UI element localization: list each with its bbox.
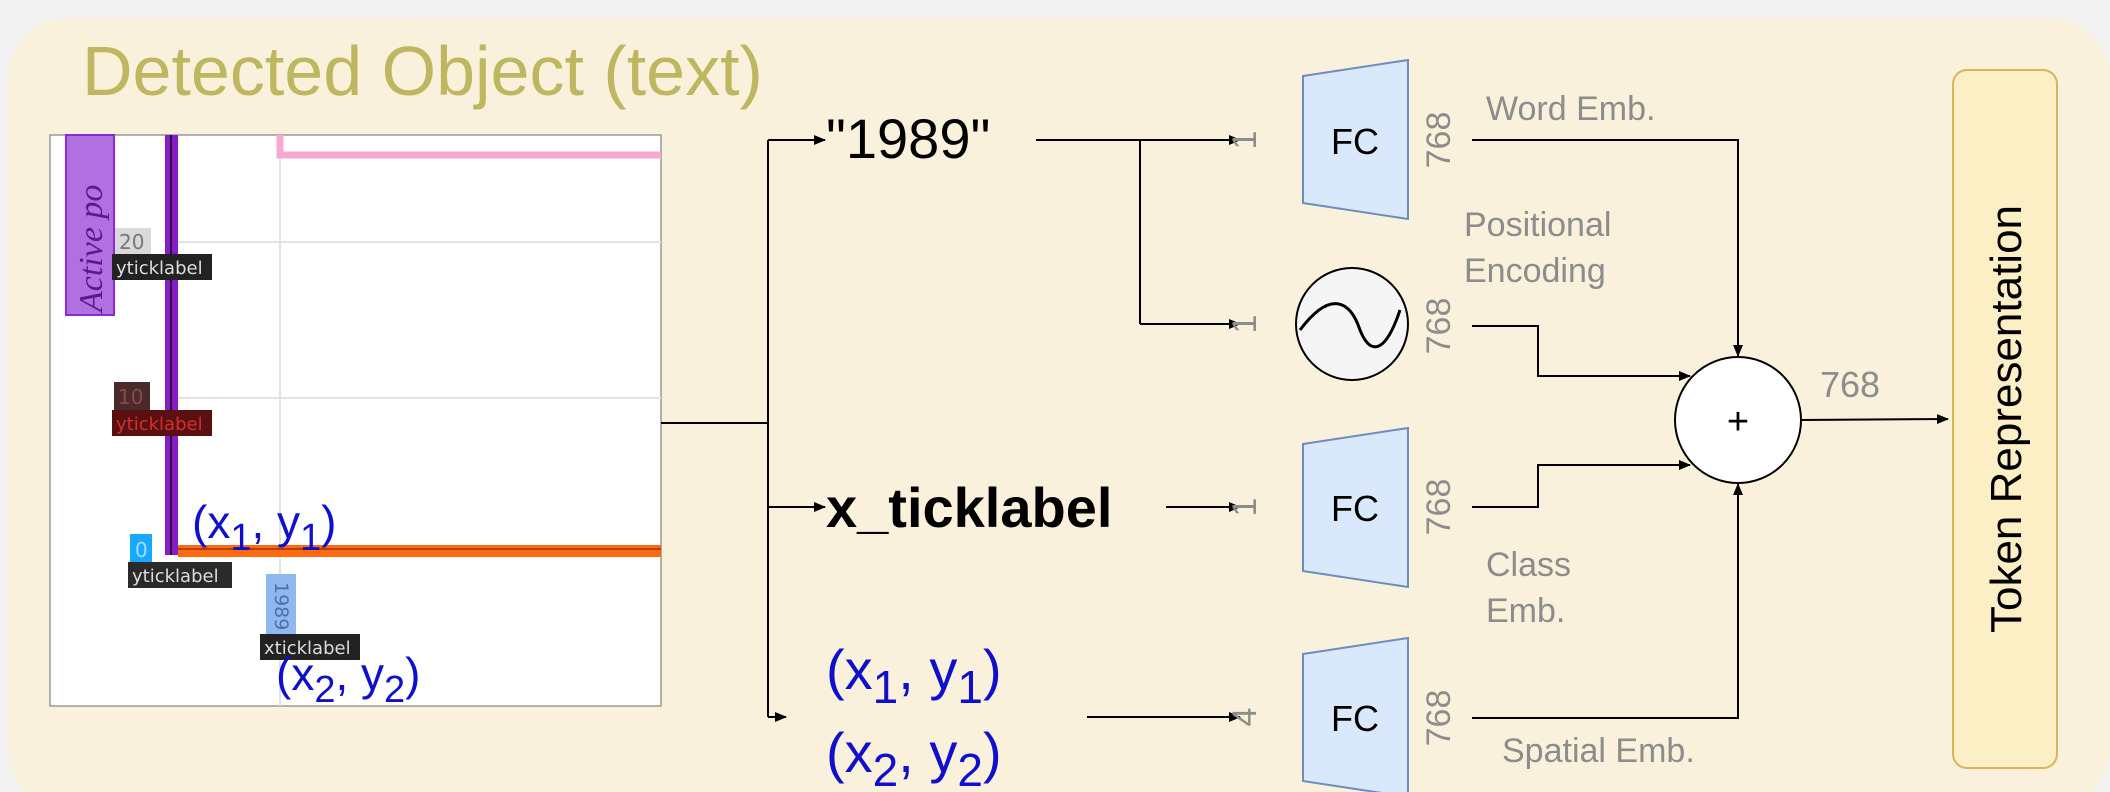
- panel-title: Detected Object (text): [82, 32, 763, 110]
- fc-block-word: FC: [1302, 58, 1409, 221]
- crop-xtick-tag: xticklabel: [264, 638, 351, 659]
- crop-ytick-tag: yticklabel: [132, 566, 219, 587]
- fc-block-class: FC: [1302, 426, 1409, 589]
- svg-text:FC: FC: [1331, 121, 1379, 162]
- label-class-emb-2: Emb.: [1486, 592, 1565, 630]
- out-dim-spatial: 768: [1420, 690, 1458, 747]
- input-text-value: "1989": [826, 107, 990, 170]
- crop-ytick-tag: yticklabel: [116, 414, 203, 435]
- crop-coord-1: (x1, y1): [192, 496, 337, 559]
- input-coord-1: (x1, y1): [826, 638, 1002, 713]
- dim-pos: 1: [1226, 315, 1264, 334]
- input-coord-2: (x2, y2): [826, 721, 1002, 792]
- crop-ytick-tag: yticklabel: [116, 258, 203, 279]
- sum-out-dim: 768: [1820, 364, 1880, 405]
- crop-xtick-1989: 1989: [270, 582, 292, 630]
- out-dim-word: 768: [1420, 112, 1458, 169]
- label-class-emb-1: Class: [1486, 546, 1571, 584]
- crop-ytick-20: 20: [119, 230, 144, 254]
- dim-spatial: 4: [1226, 708, 1264, 727]
- out-dim-pos: 768: [1420, 298, 1458, 355]
- svg-text:FC: FC: [1331, 488, 1379, 529]
- label-word-emb: Word Emb.: [1486, 90, 1655, 128]
- svg-text:+: +: [1727, 401, 1749, 443]
- out-dim-class: 768: [1420, 479, 1458, 536]
- label-spatial-emb: Spatial Emb.: [1502, 732, 1695, 770]
- sum-connectors: [1472, 139, 1949, 719]
- input-class-value: x_ticklabel: [826, 476, 1112, 539]
- svg-text:Token Representation: Token Representation: [1982, 205, 2031, 633]
- crop-coord-2: (x2, y2): [276, 648, 421, 711]
- positional-encoding-icon: [1295, 267, 1409, 381]
- label-pos-enc-1: Positional: [1464, 206, 1611, 244]
- input-arrows: [1036, 135, 1241, 722]
- split-connectors: [661, 135, 826, 722]
- label-pos-enc-2: Encoding: [1464, 252, 1606, 290]
- detected-object-crop: Active po 20 yticklabel 10 yticklabel 0 …: [49, 134, 662, 711]
- crop-ytick-0: 0: [135, 538, 148, 562]
- fc-block-spatial: FC: [1302, 636, 1409, 792]
- crop-ytick-10: 10: [118, 385, 143, 409]
- token-representation-box: Token Representation: [1952, 69, 2058, 769]
- dim-word: 1: [1226, 131, 1264, 150]
- svg-text:FC: FC: [1331, 698, 1379, 739]
- sum-node: +: [1674, 356, 1802, 484]
- dim-class: 1: [1226, 498, 1264, 517]
- crop-ylabel: Active po: [73, 185, 110, 314]
